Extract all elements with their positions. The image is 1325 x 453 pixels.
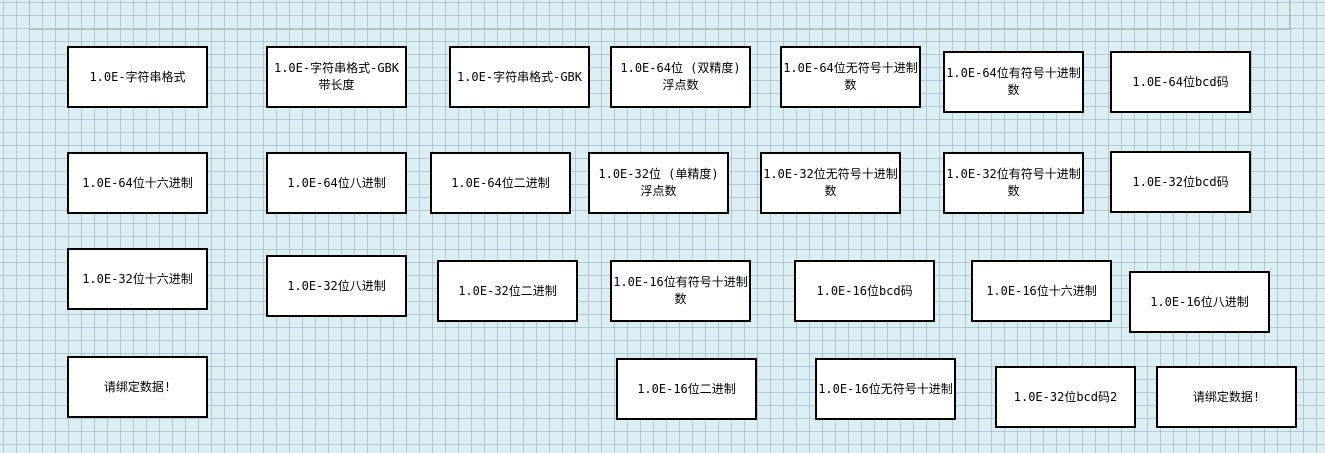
label-16-bcd[interactable]: 1.0E-16位bcd码 bbox=[794, 260, 935, 322]
label-16-hex[interactable]: 1.0E-16位十六进制 bbox=[971, 260, 1112, 322]
label-64-hex[interactable]: 1.0E-64位十六进制 bbox=[67, 152, 208, 214]
label-32-bcd-2[interactable]: 1.0E-32位bcd码2 bbox=[995, 366, 1136, 428]
label-string-gbk[interactable]: 1.0E-字符串格式-GBK bbox=[449, 46, 590, 108]
label-32-binary[interactable]: 1.0E-32位二进制 bbox=[437, 260, 578, 322]
header-panel-frame bbox=[29, 0, 1290, 30]
label-string-gbk-length[interactable]: 1.0E-字符串格式-GBK带长度 bbox=[266, 46, 407, 108]
label-64-unsigned-decimal[interactable]: 1.0E-64位无符号十进制数 bbox=[780, 46, 921, 108]
label-32-octal[interactable]: 1.0E-32位八进制 bbox=[266, 255, 407, 317]
label-64-bcd[interactable]: 1.0E-64位bcd码 bbox=[1110, 51, 1251, 113]
label-unbound-2[interactable]: 请绑定数据! bbox=[1156, 366, 1297, 428]
label-16-unsigned-decimal[interactable]: 1.0E-16位无符号十进制 bbox=[815, 358, 956, 420]
label-unbound-1[interactable]: 请绑定数据! bbox=[67, 356, 208, 418]
label-16-signed-decimal[interactable]: 1.0E-16位有符号十进制数 bbox=[610, 260, 751, 322]
label-16-octal[interactable]: 1.0E-16位八进制 bbox=[1129, 271, 1270, 333]
label-64-signed-decimal[interactable]: 1.0E-64位有符号十进制数 bbox=[943, 51, 1084, 113]
label-32-hex[interactable]: 1.0E-32位十六进制 bbox=[67, 248, 208, 310]
label-64-binary[interactable]: 1.0E-64位二进制 bbox=[430, 152, 571, 214]
label-64-octal[interactable]: 1.0E-64位八进制 bbox=[266, 152, 407, 214]
label-64-double-float[interactable]: 1.0E-64位 (双精度) 浮点数 bbox=[610, 46, 751, 108]
label-32-signed-decimal[interactable]: 1.0E-32位有符号十进制数 bbox=[943, 152, 1084, 214]
label-string-format[interactable]: 1.0E-字符串格式 bbox=[67, 46, 208, 108]
label-32-unsigned-decimal[interactable]: 1.0E-32位无符号十进制数 bbox=[760, 152, 901, 214]
label-32-bcd[interactable]: 1.0E-32位bcd码 bbox=[1110, 151, 1251, 213]
label-16-binary[interactable]: 1.0E-16位二进制 bbox=[616, 358, 757, 420]
label-32-single-float[interactable]: 1.0E-32位 (单精度) 浮点数 bbox=[588, 152, 729, 214]
